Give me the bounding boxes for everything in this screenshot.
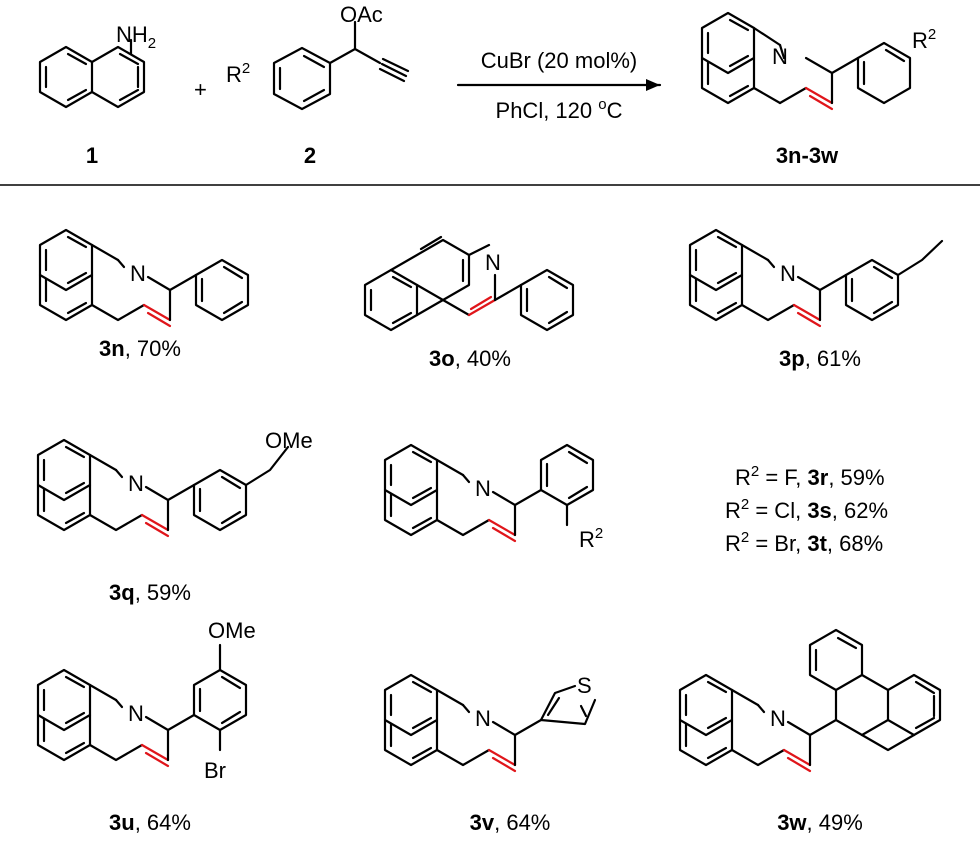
nitrogen-label: N — [780, 261, 796, 286]
nitrogen-label: N — [485, 250, 501, 275]
conditions-solvent: PhCl, 120 oC — [496, 96, 623, 123]
nitrogen-label: N — [128, 701, 144, 726]
caption-3v: 3v, 64% — [470, 810, 551, 835]
caption-3u: 3u, 64% — [109, 810, 191, 835]
structure-3u: N — [36, 643, 248, 768]
propargyl-acetate-structure: OAc R2 — [226, 2, 410, 111]
nitrogen-label: N — [128, 471, 144, 496]
caption-3q: 3q, 59% — [109, 580, 191, 605]
amine-label: NH2 — [116, 22, 156, 52]
series-row-3t: R2 = Br, 3t, 68% — [725, 529, 883, 556]
structure-3n: N — [38, 228, 250, 328]
nitrogen-label: N — [770, 706, 786, 731]
series-row-3r: R2 = F, 3r, 59% — [735, 463, 885, 490]
caption-3o: 3o, 40% — [429, 346, 511, 371]
r2-label: R2 — [579, 525, 603, 552]
sulfur-label: S — [577, 673, 592, 698]
caption-3p: 3p, 61% — [779, 346, 861, 371]
r2-label: R2 — [226, 60, 250, 87]
naphthylamine-structure: NH2 — [38, 22, 156, 109]
methoxy-label: OMe — [265, 428, 313, 453]
nitrogen-label: N — [475, 706, 491, 731]
reagent1-label: 1 — [86, 143, 98, 168]
reaction-arrow — [456, 79, 662, 91]
structure-3q: N — [36, 438, 290, 538]
structure-3v: N S — [383, 673, 597, 773]
series-row-3s: R2 = Cl, 3s, 62% — [725, 496, 888, 523]
structure-3r-3t: N R2 — [383, 443, 603, 552]
structure-3p: N — [688, 228, 944, 328]
plus-sign: + — [194, 77, 207, 102]
halogen-series-list: R2 = F, 3r, 59% R2 = Cl, 3s, 62% R2 = Br… — [725, 463, 888, 556]
product-general-structure: N R2 — [700, 11, 936, 111]
acetate-label: OAc — [340, 2, 383, 27]
conditions-catalyst: CuBr (20 mol%) — [481, 48, 637, 73]
nitrogen-label: N — [130, 261, 146, 286]
methoxy-label: OMe — [208, 618, 256, 643]
nitrogen-label: N — [475, 476, 491, 501]
reagent2-label: 2 — [304, 143, 316, 168]
structure-3o: N — [363, 235, 575, 332]
product-label: 3n-3w — [776, 143, 839, 168]
caption-3n: 3n, 70% — [99, 336, 181, 361]
structure-3w: N — [678, 628, 942, 773]
r2-label: R2 — [912, 26, 936, 53]
bromo-label: Br — [204, 758, 226, 783]
nitrogen-label: N — [772, 44, 788, 69]
caption-3w: 3w, 49% — [777, 810, 863, 835]
